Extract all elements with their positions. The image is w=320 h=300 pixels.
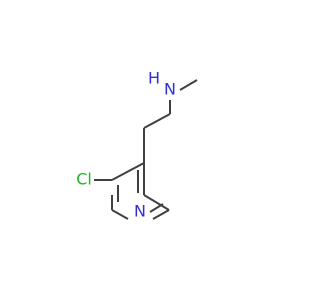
bond-n-c6 — [111, 209, 129, 220]
bond-c5-c4 — [111, 162, 145, 181]
bond-c3-c2 — [143, 194, 170, 211]
amine-nitrogen-label: N — [164, 80, 176, 99]
bond-ch2-ch2 — [143, 113, 171, 129]
structure-canvas: Cl N N H — [76, 68, 198, 221]
bond-nh-ch3 — [179, 79, 198, 91]
amine-hydrogen-label: H — [148, 69, 160, 88]
chlorine-label: Cl — [76, 170, 92, 189]
bond-c2-n — [152, 209, 170, 220]
ring-nitrogen-label: N — [134, 202, 146, 221]
molecule-diagram: Cl N N H — [76, 69, 198, 221]
double-bond-c2-n — [149, 203, 164, 213]
